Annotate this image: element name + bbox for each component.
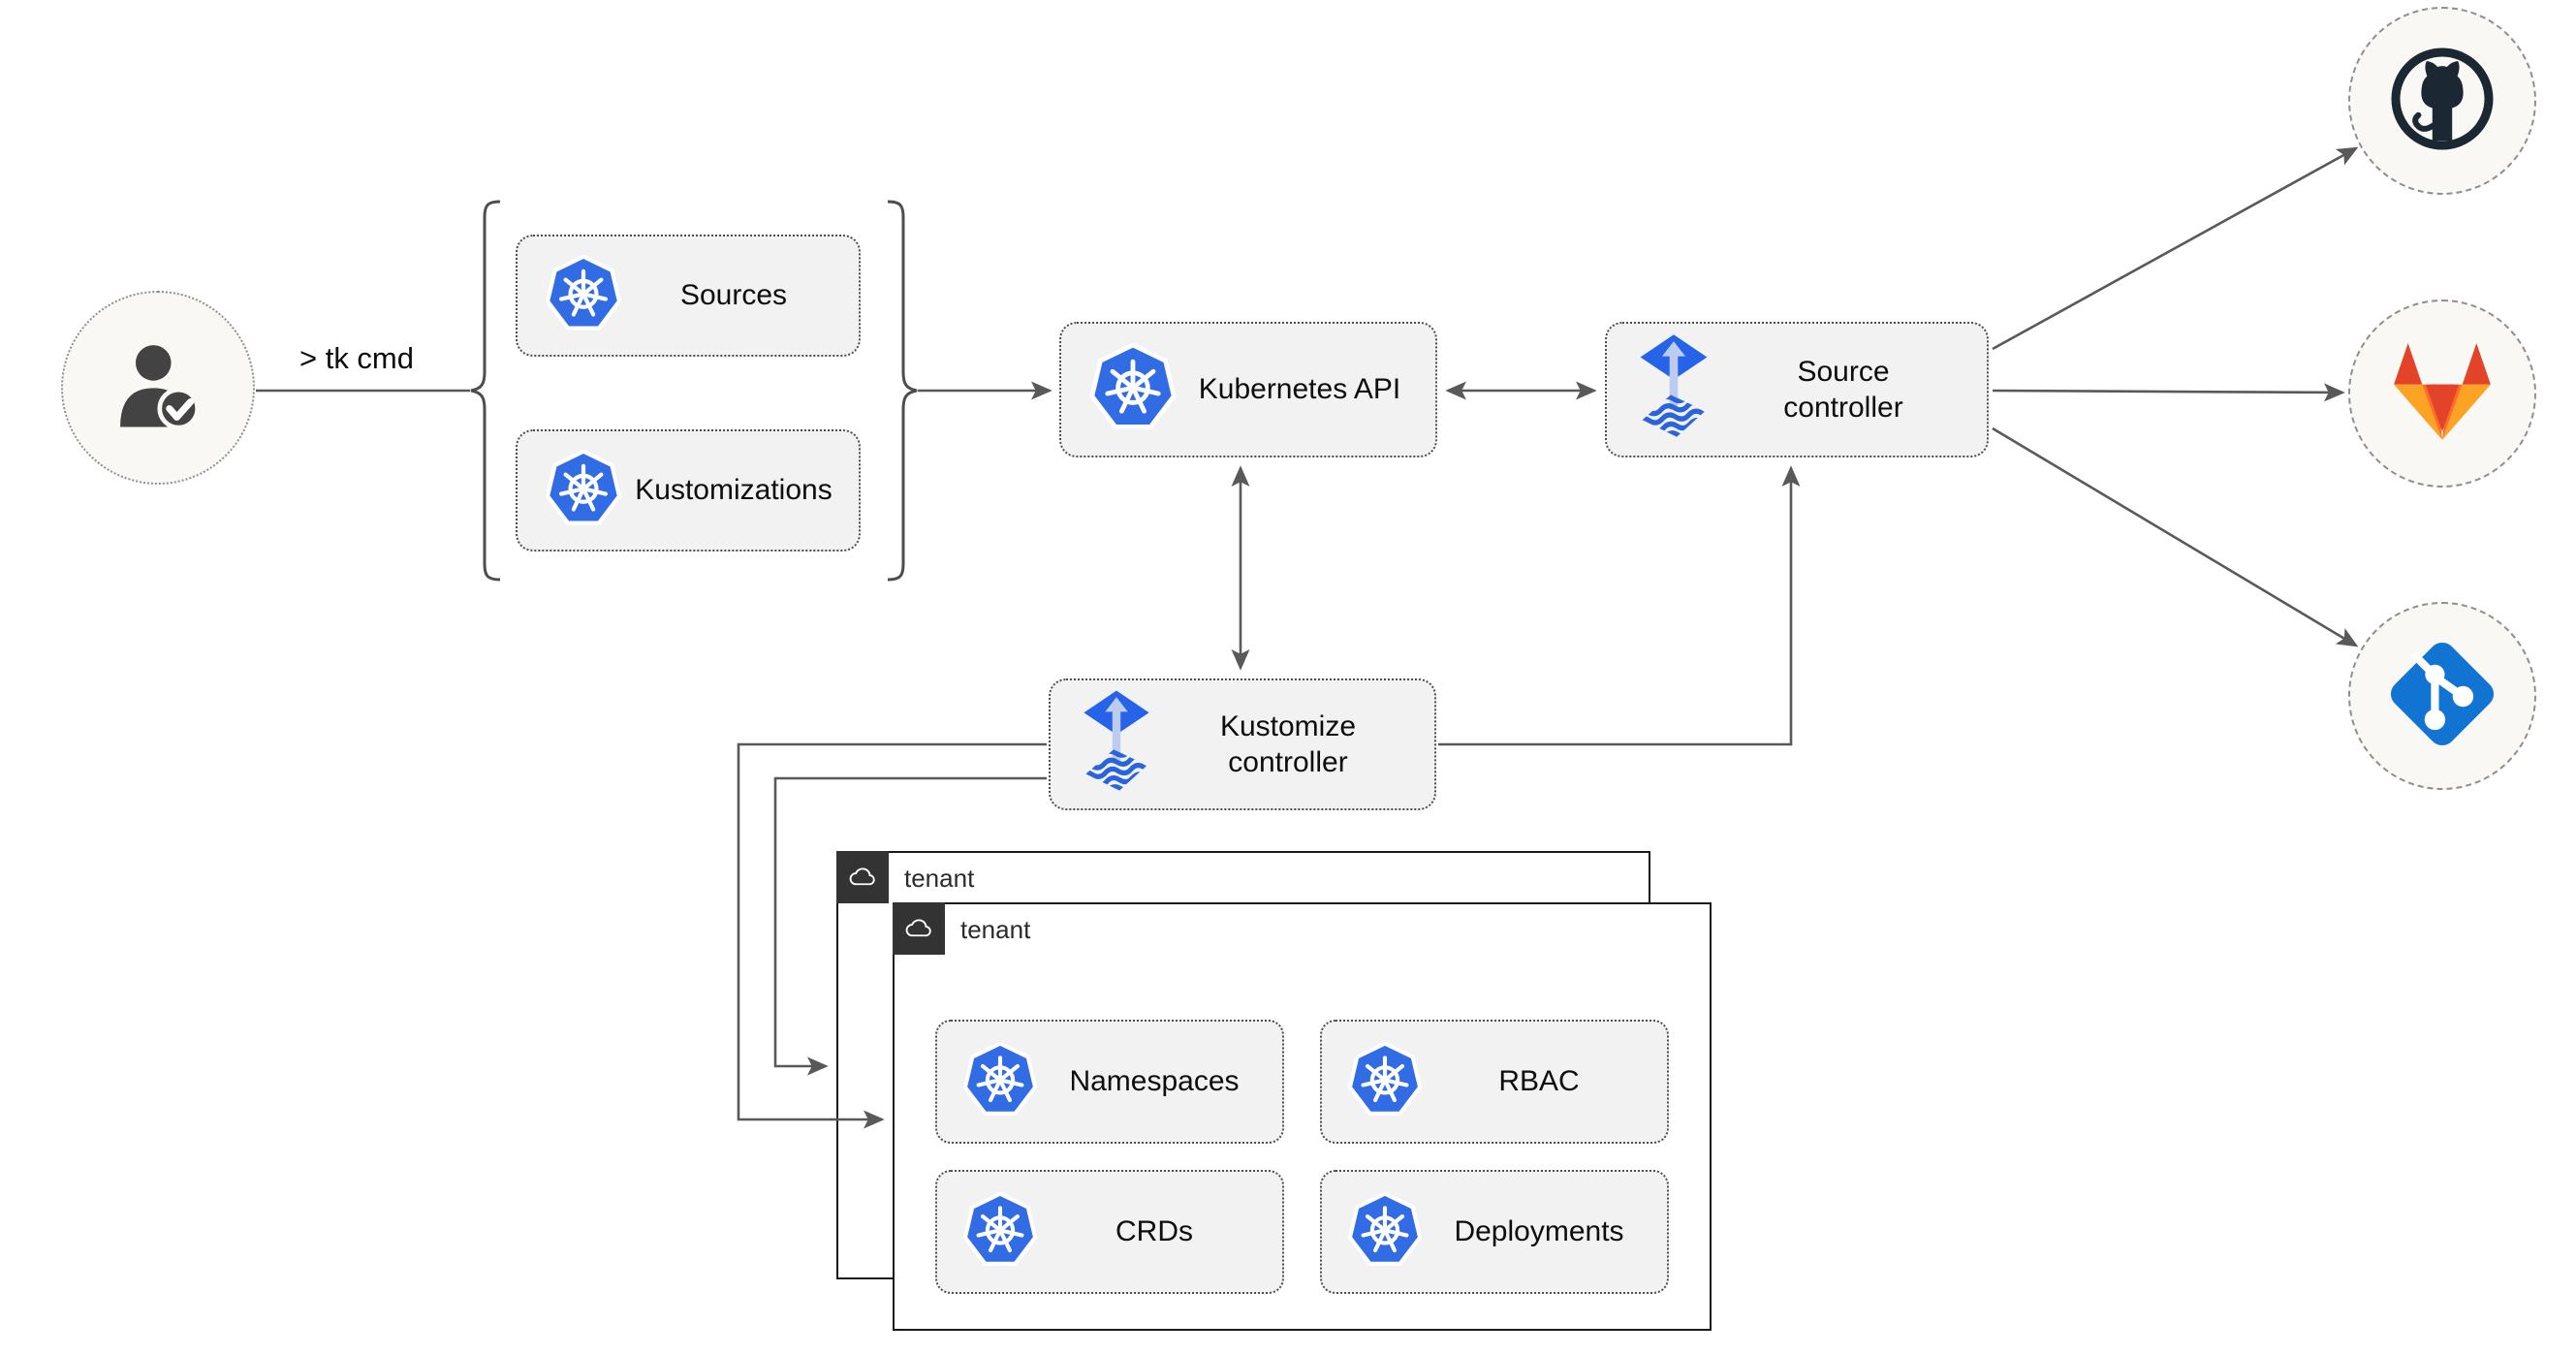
git-icon bbox=[2381, 633, 2503, 760]
kubernetes-api-label: Kubernetes API bbox=[1198, 373, 1401, 405]
flux-icon bbox=[1632, 331, 1715, 449]
flux-icon bbox=[1076, 687, 1157, 802]
sources-label: Sources bbox=[679, 279, 788, 311]
kubernetes-api-box: Kubernetes API bbox=[1059, 322, 1437, 457]
user-check-icon bbox=[101, 329, 215, 448]
kustomizations-label: Kustomizations bbox=[635, 474, 832, 506]
tk-cmd-label: > tk cmd bbox=[298, 341, 414, 375]
kustomizations-box: Kustomizations bbox=[516, 429, 861, 551]
kubernetes-icon bbox=[960, 1192, 1040, 1272]
namespaces-label: Namespaces bbox=[1069, 1065, 1240, 1097]
cloud-icon bbox=[836, 851, 889, 903]
kubernetes-icon bbox=[1345, 1192, 1425, 1272]
tenant-front-label: tenant bbox=[960, 914, 1031, 944]
rbac-box: RBAC bbox=[1320, 1020, 1669, 1144]
user-node bbox=[61, 291, 255, 485]
kustomize-controller-box: Kustomize controller bbox=[1049, 678, 1436, 810]
tenant-back-label: tenant bbox=[904, 863, 975, 893]
cloud-icon bbox=[893, 902, 945, 955]
crds-box: CRDs bbox=[935, 1170, 1284, 1294]
source-controller-label: Source controller bbox=[1783, 355, 1903, 425]
sources-box: Sources bbox=[516, 235, 861, 357]
source-controller-box: Source controller bbox=[1605, 322, 1989, 457]
kubernetes-icon bbox=[1345, 1042, 1425, 1121]
edge-sourcectrl-to-git bbox=[1992, 426, 2359, 647]
gitlab-node bbox=[2348, 299, 2536, 488]
deployments-label: Deployments bbox=[1454, 1215, 1624, 1247]
kubernetes-icon bbox=[543, 450, 624, 531]
deployments-box: Deployments bbox=[1320, 1170, 1669, 1294]
github-icon bbox=[2384, 41, 2500, 162]
tenant-window-front: tenant Namespaces bbox=[893, 902, 1712, 1331]
edge-sourcectrl-to-gitlab bbox=[1992, 383, 2345, 402]
crds-label: CRDs bbox=[1115, 1215, 1193, 1247]
namespaces-box: Namespaces bbox=[935, 1020, 1284, 1144]
edge-kustomizectrl-to-sourcectrl bbox=[1438, 465, 1801, 746]
group-brace-right bbox=[887, 200, 918, 582]
edge-sourcectrl-to-github bbox=[1992, 146, 2359, 351]
kubernetes-icon bbox=[543, 255, 624, 336]
kustomize-controller-label: Kustomize controller bbox=[1219, 709, 1357, 779]
kubernetes-icon bbox=[1086, 343, 1179, 436]
gitlab-icon bbox=[2383, 337, 2501, 451]
git-node bbox=[2348, 602, 2536, 790]
github-node bbox=[2348, 7, 2536, 195]
kubernetes-icon bbox=[960, 1042, 1040, 1121]
rbac-label: RBAC bbox=[1498, 1065, 1580, 1097]
group-brace-left bbox=[470, 200, 501, 582]
